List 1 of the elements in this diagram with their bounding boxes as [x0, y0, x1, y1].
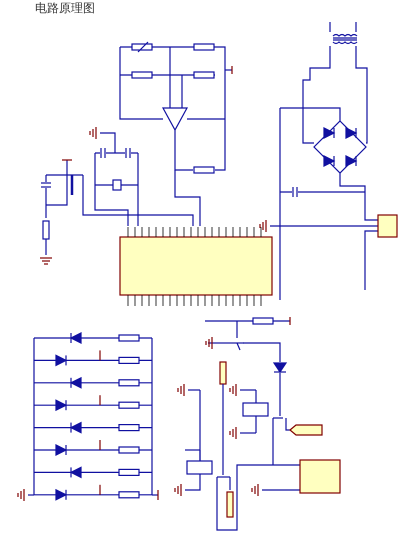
diagram-title: 电路原理图: [35, 0, 95, 17]
